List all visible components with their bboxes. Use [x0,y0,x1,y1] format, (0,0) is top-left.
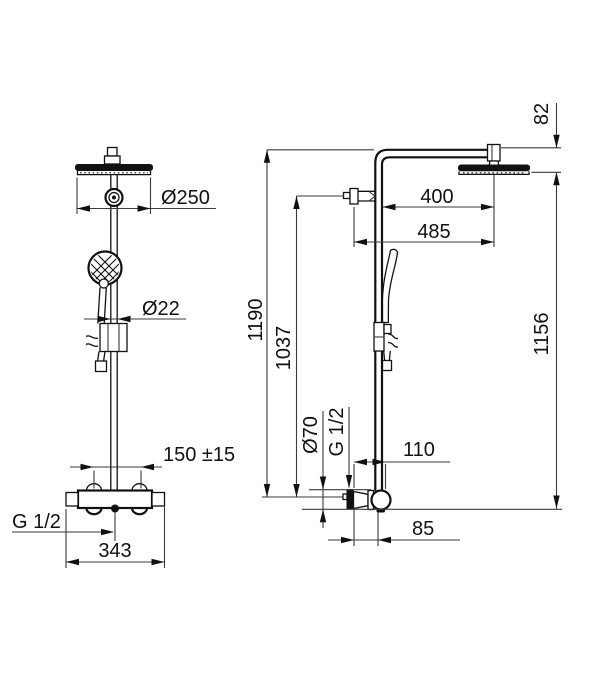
spray-face-hatch [90,253,120,283]
dim-arm-reach-pipe: 400 [382,175,495,247]
dim-height-arm: 1190 [245,149,374,497]
hand-shower-front [85,250,128,373]
total-width-label: 343 [98,540,131,562]
arm-reach-wall-label: 485 [417,221,450,243]
wall-thread-label: G 1/2 [326,408,348,457]
dim-handle-diameter: Ø70 [300,411,371,528]
dim-head-drop: 82 [501,103,561,173]
height-arm-label: 1190 [245,298,267,341]
reference-lines [262,496,562,510]
dim-depth-front: 110 [353,439,450,489]
dim-head-diameter: Ø250 [76,177,216,214]
valve-side [342,489,392,513]
dim-inlet-spacing: 150 ±15 [70,444,235,489]
handle-diameter-label: Ø70 [300,416,322,454]
depth-center-label: 85 [412,518,434,540]
dim-outlet-thread-front: G 1/2 [12,511,114,536]
depth-front-label: 110 [403,439,435,461]
dim-arm-reach-wall: 485 [353,207,494,247]
head-diameter-label: Ø250 [161,187,210,209]
riser-pipe-side [374,148,490,492]
arm-reach-pipe-label: 400 [420,186,453,208]
mixer-body-front [65,483,166,541]
height-bracket-label: 1037 [273,326,295,371]
dim-wall-thread-side: G 1/2 [326,407,353,488]
dim-depth-center: 85 [328,510,460,546]
front-view: Ø250 Ø22 [12,146,235,568]
dim-height-head: 1156 [531,172,560,509]
height-head-label: 1156 [531,312,553,355]
overhead-shower-front [75,164,153,176]
dim-height-bracket: 1037 [273,195,344,497]
head-drop-label: 82 [531,103,553,125]
pipe-diameter-label: Ø22 [142,298,180,320]
dim-pipe-diameter: Ø22 [84,298,186,323]
arm-end-stem-front [103,146,121,165]
dim-total-width: 343 [65,507,166,568]
wall-bracket-side [342,187,376,205]
hand-shower-side [373,248,399,372]
overhead-shower-side [458,143,530,176]
arm-joint-front [104,187,124,208]
inlet-spacing-label: 150 ±15 [163,444,235,466]
outlet-thread-label: G 1/2 [12,511,61,533]
side-view: 400 485 82 1156 [245,103,562,546]
